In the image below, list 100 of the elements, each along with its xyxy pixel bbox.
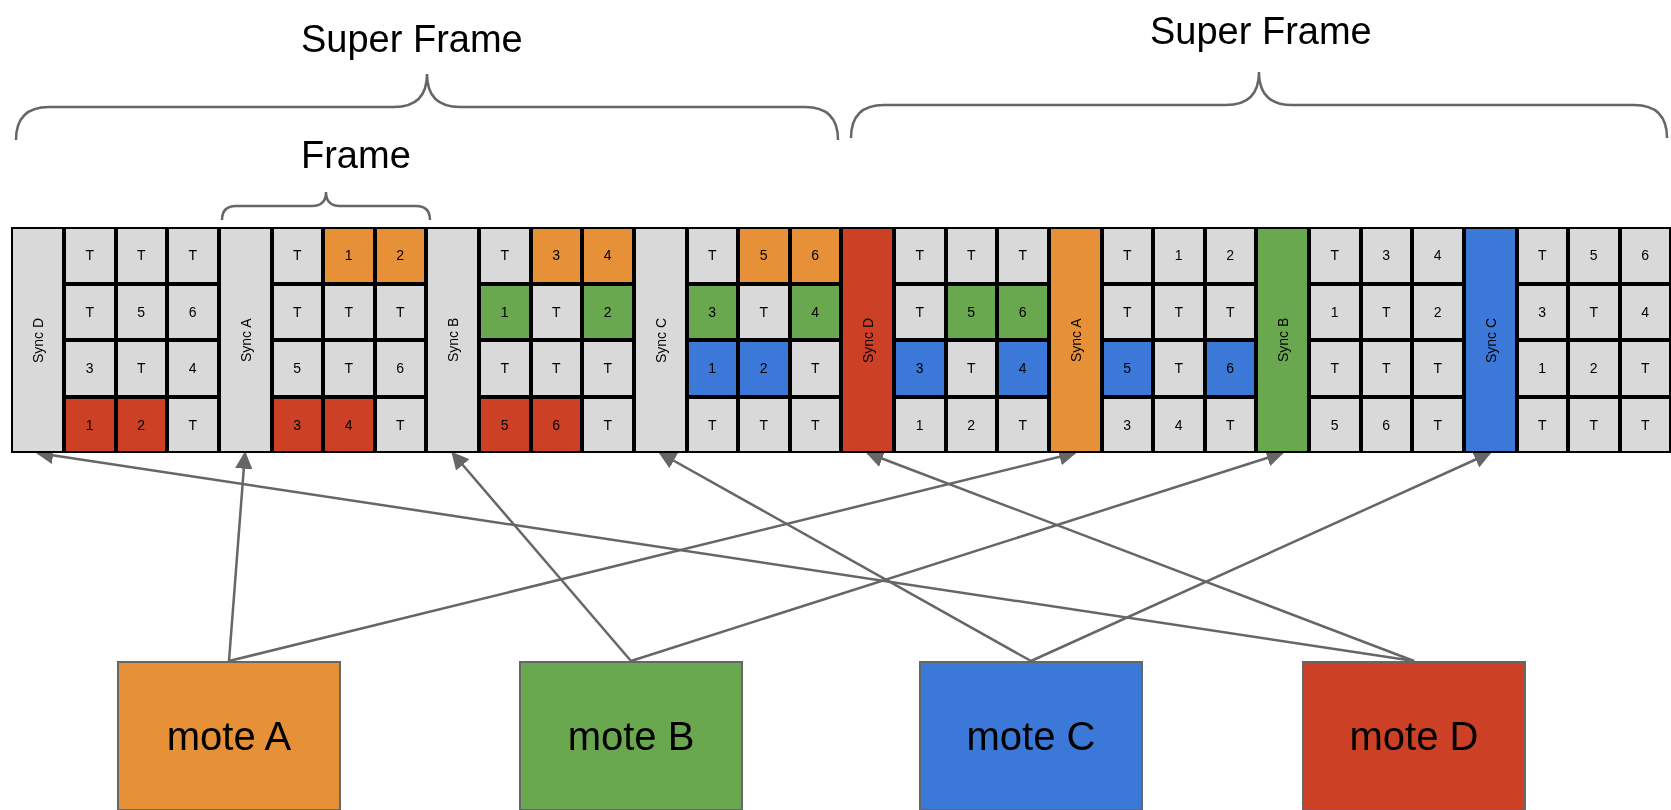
- time-slot: 4: [323, 396, 375, 453]
- sync-slot: Sync A: [1048, 227, 1102, 453]
- time-slot: 3: [686, 283, 738, 340]
- time-slot: 1: [1309, 283, 1361, 340]
- time-slot: T: [1516, 227, 1568, 284]
- time-slot: 3: [1101, 396, 1153, 453]
- time-slot: T: [894, 227, 946, 284]
- time-slot: 5: [1309, 396, 1361, 453]
- sync-slot: Sync C: [633, 227, 687, 453]
- time-slot: T: [1360, 340, 1412, 397]
- time-slot: T: [1568, 283, 1620, 340]
- time-slot: 5: [1568, 227, 1620, 284]
- time-slot: 1: [479, 283, 531, 340]
- time-slot: 6: [1360, 396, 1412, 453]
- time-slot: T: [530, 283, 582, 340]
- time-slot: T: [738, 396, 790, 453]
- time-slot: T: [1568, 396, 1620, 453]
- time-slot: T: [789, 396, 841, 453]
- time-slot: 4: [167, 340, 219, 397]
- arrow: [227, 451, 253, 662]
- mote-box: mote D: [1302, 661, 1526, 810]
- time-slot: T: [997, 227, 1049, 284]
- time-slot: T: [945, 340, 997, 397]
- time-slot: T: [323, 340, 375, 397]
- time-slot: 1: [64, 396, 116, 453]
- time-slot: 1: [1516, 340, 1568, 397]
- time-slot: 4: [582, 227, 634, 284]
- time-slot: 5: [115, 283, 167, 340]
- time-slot: 3: [1360, 227, 1412, 284]
- time-slot: T: [479, 227, 531, 284]
- mote-box: mote C: [919, 661, 1143, 810]
- time-slot: T: [1153, 283, 1205, 340]
- time-slot: T: [1412, 340, 1464, 397]
- mote-box: mote B: [519, 661, 743, 810]
- time-slot: T: [115, 340, 167, 397]
- time-slot: 3: [1516, 283, 1568, 340]
- time-slot: T: [1619, 396, 1671, 453]
- superframe-label: Super Frame: [301, 18, 523, 61]
- time-slot: 6: [1619, 227, 1671, 284]
- time-slot: T: [1412, 396, 1464, 453]
- time-slot: T: [894, 283, 946, 340]
- time-slot: 6: [167, 283, 219, 340]
- time-slot: 5: [738, 227, 790, 284]
- arrow: [658, 451, 1032, 663]
- arrow: [865, 450, 1415, 663]
- time-slot: 5: [945, 283, 997, 340]
- time-slot: T: [167, 227, 219, 284]
- time-slot: T: [1309, 227, 1361, 284]
- sync-slot: Sync B: [426, 227, 479, 453]
- sync-slot: Sync D: [841, 227, 894, 453]
- time-slot: T: [1153, 340, 1205, 397]
- sync-slot: Sync C: [1463, 227, 1517, 453]
- time-slot: T: [479, 340, 531, 397]
- time-slot: 2: [945, 396, 997, 453]
- time-slot: 4: [1619, 283, 1671, 340]
- superframe-label: Super Frame: [1150, 10, 1372, 53]
- time-slot: T: [1101, 227, 1153, 284]
- time-slot: 2: [1204, 227, 1256, 284]
- time-slot: T: [789, 340, 841, 397]
- frame-label: Frame: [301, 134, 411, 177]
- time-slot: 3: [894, 340, 946, 397]
- time-slot: T: [1204, 396, 1256, 453]
- time-slot: T: [271, 227, 323, 284]
- time-slot: T: [1204, 283, 1256, 340]
- time-slot: T: [582, 340, 634, 397]
- time-slot: 2: [1412, 283, 1464, 340]
- time-slot: T: [1309, 340, 1361, 397]
- time-slot: 6: [530, 396, 582, 453]
- time-slot: 2: [738, 340, 790, 397]
- time-slot: T: [374, 396, 426, 453]
- sync-slot: Sync B: [1256, 227, 1309, 453]
- time-slot: 4: [1153, 396, 1205, 453]
- time-slot: 4: [1412, 227, 1464, 284]
- time-slot: 1: [686, 340, 738, 397]
- time-slot: T: [64, 283, 116, 340]
- time-slot: 3: [64, 340, 116, 397]
- time-slot: T: [582, 396, 634, 453]
- time-slot: 2: [374, 227, 426, 284]
- arrow: [1030, 451, 1492, 663]
- mote-box: mote A: [117, 661, 341, 810]
- time-slot: 1: [323, 227, 375, 284]
- time-slot: 5: [271, 340, 323, 397]
- time-slot: 6: [789, 227, 841, 284]
- time-slot: 2: [1568, 340, 1620, 397]
- time-slot: T: [686, 396, 738, 453]
- time-slot: T: [686, 227, 738, 284]
- time-slot: 6: [1204, 340, 1256, 397]
- time-slot: T: [1516, 396, 1568, 453]
- time-slot: T: [1101, 283, 1153, 340]
- time-slot: 2: [582, 283, 634, 340]
- time-slot: T: [1619, 340, 1671, 397]
- time-slot: 4: [789, 283, 841, 340]
- time-slot: 4: [997, 340, 1049, 397]
- time-slot: T: [530, 340, 582, 397]
- time-slot: T: [374, 283, 426, 340]
- time-slot: 3: [271, 396, 323, 453]
- time-slot: T: [1360, 283, 1412, 340]
- arrow: [451, 451, 632, 662]
- time-slot: T: [115, 227, 167, 284]
- time-slot: T: [997, 396, 1049, 453]
